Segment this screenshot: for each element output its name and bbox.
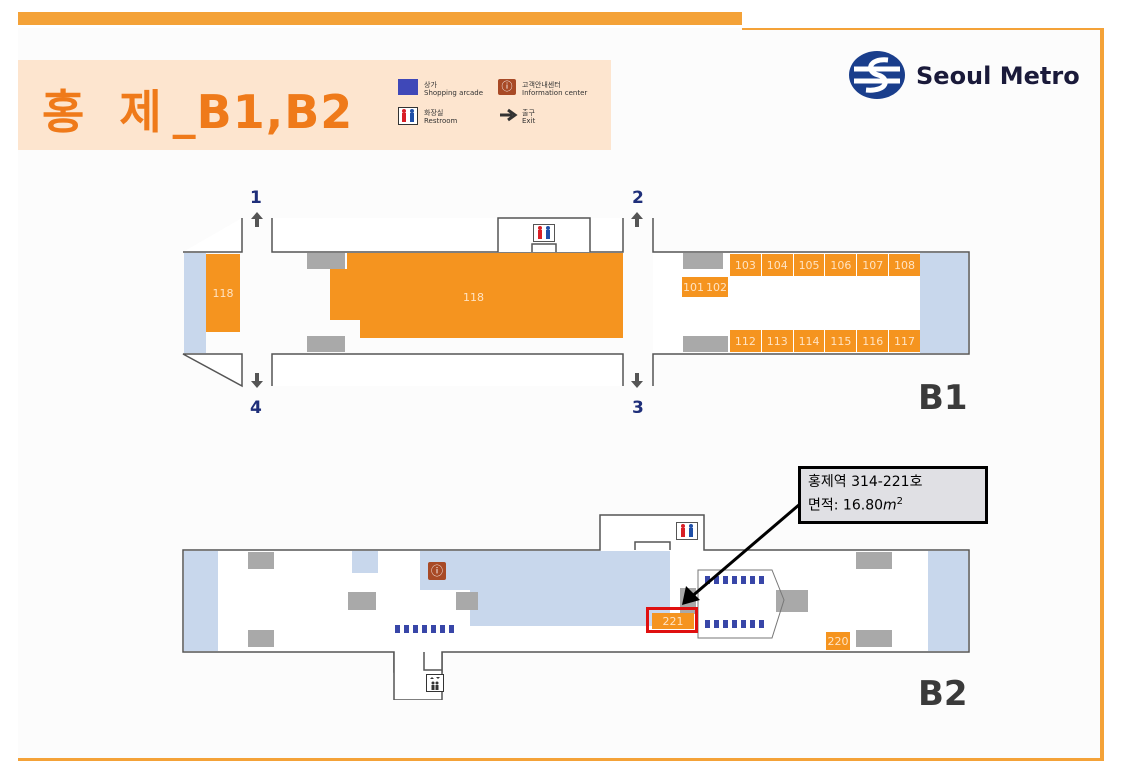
exit-4-label: 4 <box>250 398 262 418</box>
b1-store[interactable]: 108 <box>889 254 920 276</box>
b1-store-row-top: 103 104 105 106 107 108 <box>730 254 920 276</box>
exit-4-down-arrow-icon <box>249 372 265 394</box>
callout-unit-number: 홍제역 314-221호 <box>808 474 923 490</box>
b1-store[interactable]: 103 <box>730 254 762 276</box>
unit-callout: 홍제역 314-221호 면적: 16.80m2 <box>798 466 988 524</box>
b2-store-221[interactable]: 221 <box>652 613 694 629</box>
b1-store[interactable]: 105 <box>793 254 826 276</box>
exit-1-label: 1 <box>250 188 262 208</box>
b1-store[interactable]: 106 <box>825 254 858 276</box>
station-name: 홍 제 <box>42 85 163 139</box>
b1-store[interactable]: 112 <box>730 330 762 352</box>
info-center-icon: ⓘ <box>498 79 516 95</box>
b1-store[interactable]: 117 <box>889 330 920 352</box>
seoul-metro-logo-icon <box>848 50 906 104</box>
b1-store-118-main[interactable]: 118 <box>463 291 484 304</box>
floors-label: _B1,B2 <box>172 85 354 139</box>
b1-store[interactable]: 116 <box>857 330 890 352</box>
b1-store[interactable]: 115 <box>825 330 858 352</box>
exit-1-up-arrow-icon <box>249 210 265 232</box>
b1-stairs <box>307 253 728 352</box>
b1-restroom-icon <box>533 224 555 242</box>
b1-store[interactable]: 113 <box>761 330 794 352</box>
b1-floor-plan <box>182 217 970 388</box>
top-accent-line <box>742 28 1104 30</box>
exit-arrow-icon <box>498 107 520 127</box>
b2-store-221-highlight <box>646 607 698 633</box>
b1-store[interactable]: 107 <box>857 254 890 276</box>
exit-3-label: 3 <box>632 398 644 418</box>
b1-store[interactable]: 104 <box>761 254 794 276</box>
exit-2-label: 2 <box>632 188 644 208</box>
b2-elevator-icon <box>426 674 444 692</box>
b1-store[interactable]: 114 <box>793 330 826 352</box>
b2-info-center-icon: ⓘ <box>428 562 446 580</box>
b2-store-220[interactable]: 220 <box>826 632 850 650</box>
b2-floor-plan <box>182 514 970 700</box>
brand-name: Seoul Metro <box>916 62 1080 90</box>
title-banner <box>18 60 611 150</box>
restroom-icon <box>398 107 418 125</box>
callout-area: 면적: 16.80m2 <box>808 496 904 514</box>
b2-floor-label: B2 <box>918 674 968 714</box>
b1-floor-label: B1 <box>918 378 968 418</box>
shopping-arcade-swatch <box>398 79 418 95</box>
b2-restroom-icon <box>676 522 698 540</box>
callout-pointer-arrow <box>682 502 801 605</box>
b1-store-118-left[interactable]: 118 <box>206 254 240 332</box>
exit-3-down-arrow-icon <box>629 372 645 394</box>
page-title: 홍 제_B1,B2 <box>42 76 353 142</box>
b1-store-row-bottom: 112 113 114 115 116 117 <box>730 330 920 352</box>
top-accent-bar <box>18 12 742 25</box>
exit-2-up-arrow-icon <box>629 210 645 232</box>
